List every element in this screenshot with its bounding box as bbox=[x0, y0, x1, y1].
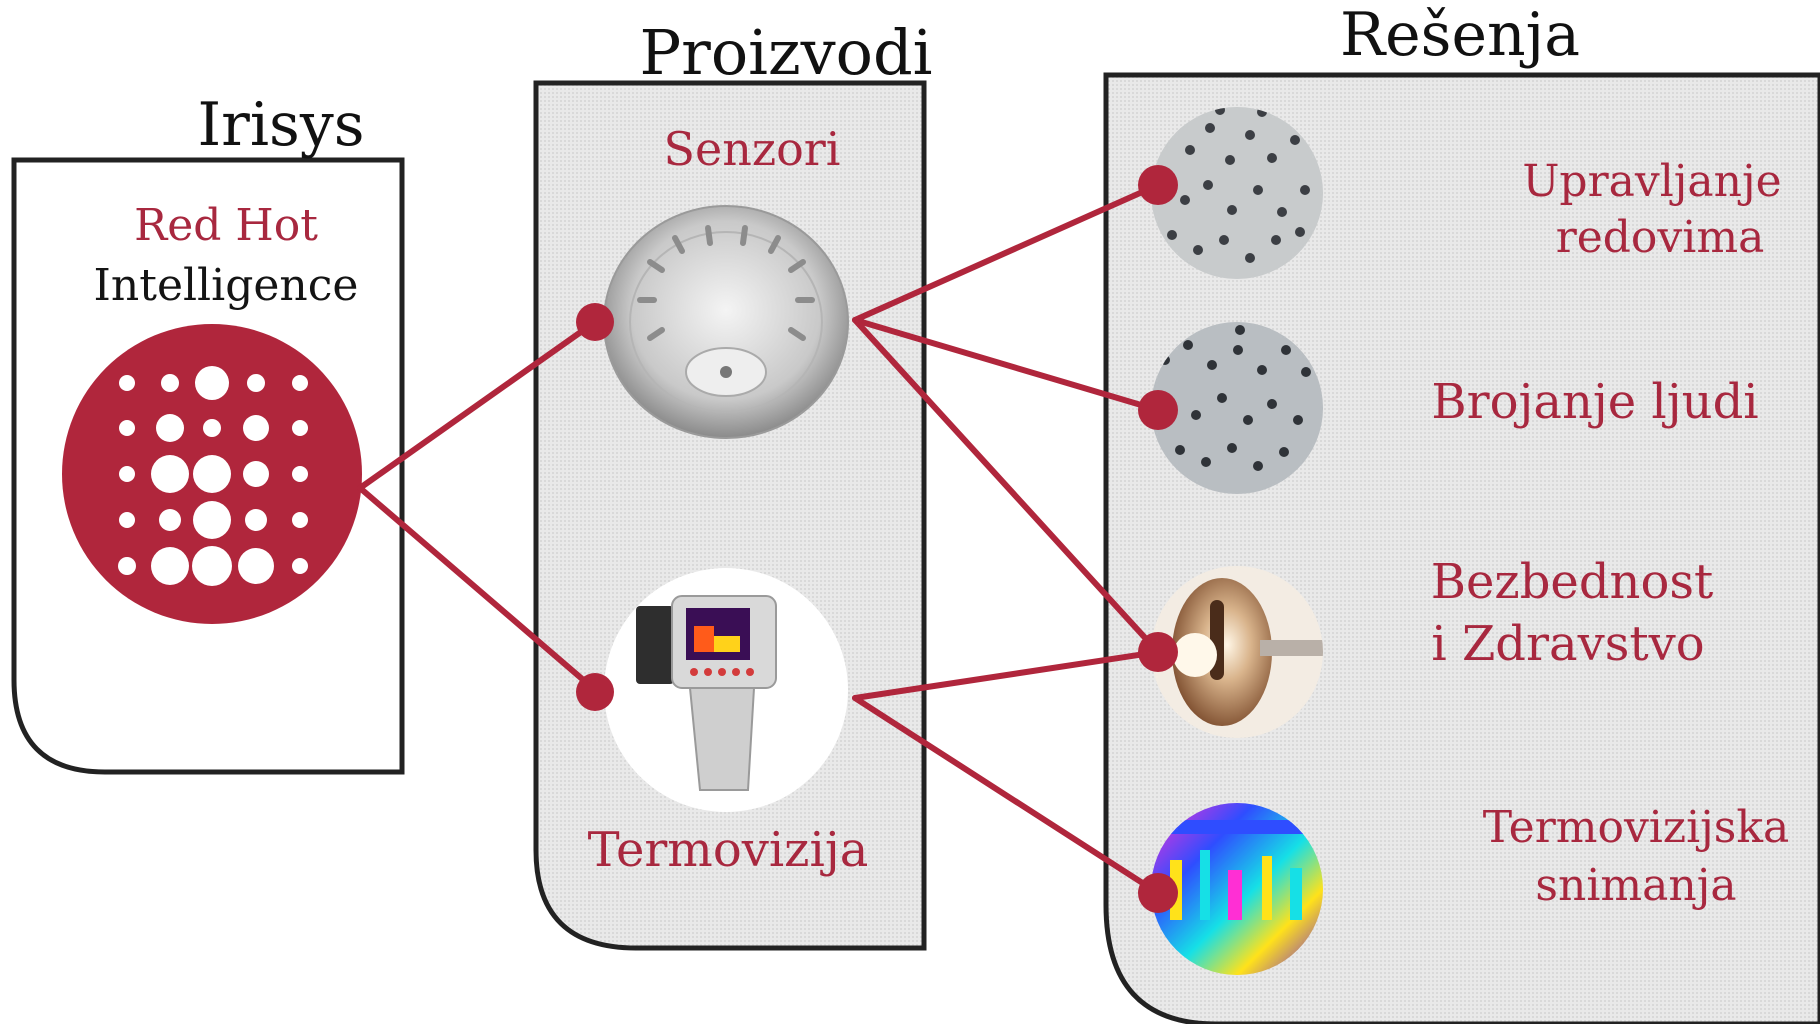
resenje-4-line2: snimanja bbox=[1535, 860, 1736, 911]
connector-senzori-upravljanje bbox=[852, 182, 1161, 323]
resenja-heading: Rešenja bbox=[1340, 0, 1580, 70]
connector-logo-senzori bbox=[357, 319, 598, 491]
brand-line-intelligence: Intelligence bbox=[94, 260, 359, 311]
node-upravljanje bbox=[1138, 165, 1178, 205]
thermal-camera-icon bbox=[604, 568, 848, 812]
node-bezbednost bbox=[1138, 632, 1178, 672]
node-termovizija bbox=[576, 673, 614, 711]
connector-termovizija-snimanja bbox=[852, 695, 1161, 896]
connector-nodes bbox=[576, 165, 1178, 913]
proizvodi-heading: Proizvodi bbox=[639, 16, 932, 89]
resenje-3-line2: i Zdravstvo bbox=[1431, 616, 1704, 672]
node-brojanje bbox=[1138, 390, 1178, 430]
connector-termovizija-bezbednost bbox=[852, 649, 1161, 701]
key-in-lock-icon bbox=[1151, 566, 1323, 738]
thermal-image-icon bbox=[1151, 803, 1323, 975]
node-senzori bbox=[576, 303, 614, 341]
resenje-4-line1: Termovizijska bbox=[1483, 802, 1790, 853]
ceiling-sensor-icon bbox=[603, 205, 849, 439]
senzori-label: Senzori bbox=[664, 122, 841, 176]
termovizija-label: Termovizija bbox=[588, 822, 869, 878]
connector-senzori-bezbednost bbox=[852, 317, 1161, 655]
brand-line-red-hot: Red Hot bbox=[134, 200, 318, 251]
connector-senzori-brojanje bbox=[852, 317, 1161, 413]
connector-logo-termovizija bbox=[357, 485, 598, 693]
resenje-2-line1: Brojanje ljudi bbox=[1431, 374, 1758, 430]
crowd-photo-icon bbox=[1151, 107, 1323, 279]
resenje-3-line1: Bezbednost bbox=[1431, 554, 1714, 610]
connector-lines bbox=[357, 182, 1161, 896]
irisys-heading: Irisys bbox=[197, 90, 364, 160]
irisys-dot-logo-icon bbox=[62, 324, 362, 624]
node-snimanja bbox=[1138, 873, 1178, 913]
resenje-1-line2: redovima bbox=[1556, 212, 1765, 263]
resenje-1-line1: Upravljanje bbox=[1522, 156, 1781, 207]
